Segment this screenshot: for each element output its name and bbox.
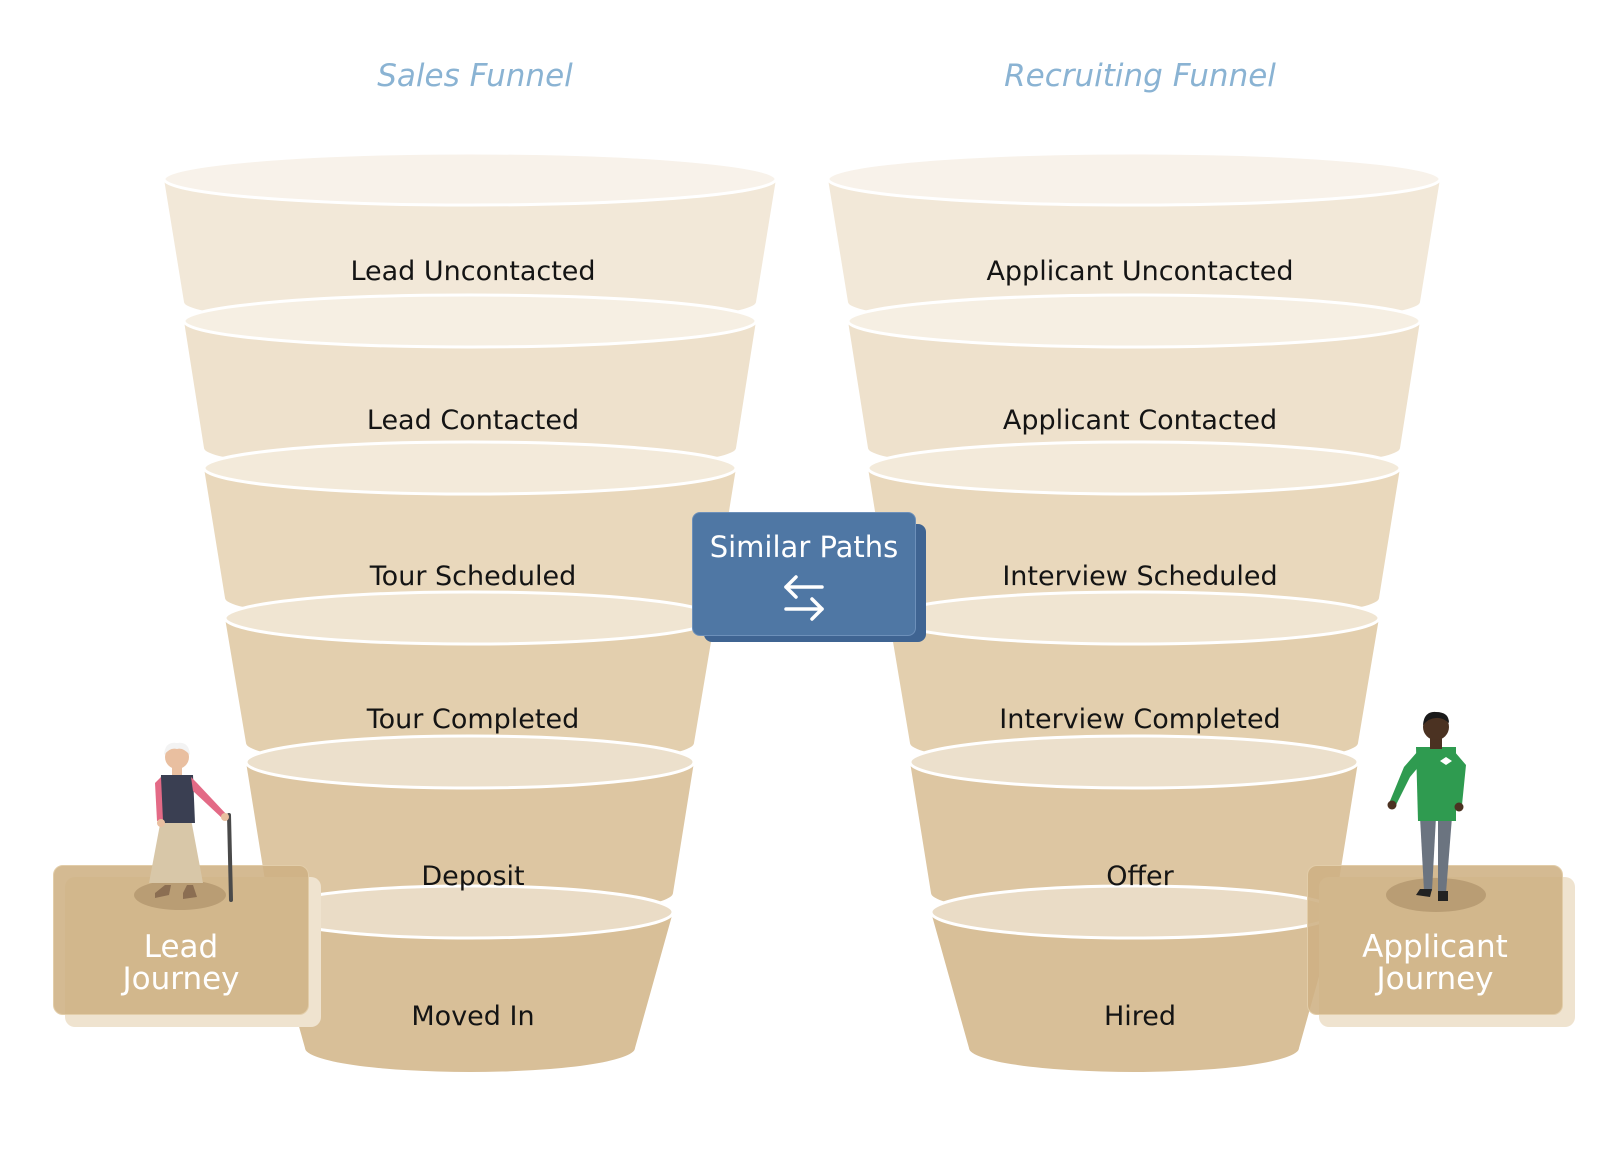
sales-stage-label: Tour Scheduled <box>369 561 577 592</box>
recruiting-segment-rim <box>908 734 1360 790</box>
sales-segment-rim <box>182 293 758 349</box>
recruiting-stage-label: Applicant Uncontacted <box>986 256 1294 287</box>
sales-segment-body <box>267 912 673 1072</box>
man-in-green-sweater-icon <box>1386 711 1486 912</box>
sales-segment-rim <box>202 440 738 496</box>
recruiting-segment-body <box>931 912 1337 1072</box>
recruiting-segment-rim <box>846 293 1422 349</box>
lead-journey-label: Lead Journey <box>53 931 309 995</box>
applicant-journey-line1: Applicant <box>1362 929 1508 965</box>
recruiting-segment-body <box>848 321 1420 472</box>
applicant-journey-label: Applicant Journey <box>1307 931 1563 995</box>
sales-segment-body <box>246 762 694 917</box>
elderly-woman-with-cane-icon <box>134 742 233 910</box>
sales-stage-label: Deposit <box>421 861 525 892</box>
recruiting-segment-body <box>889 618 1379 767</box>
recruiting-stage-label: Applicant Contacted <box>1002 405 1278 436</box>
sales-stage-label: Tour Completed <box>366 704 580 735</box>
sales-stage-label: Lead Uncontacted <box>350 256 596 287</box>
recruiting-stage-label: Interview Completed <box>999 704 1281 735</box>
similar-paths-badge: Similar Paths <box>692 512 926 642</box>
sales-segment-rim <box>265 884 675 940</box>
sales-segment-body <box>225 618 715 767</box>
similar-paths-label: Similar Paths <box>709 530 899 564</box>
lead-journey-line2: Journey <box>122 961 240 997</box>
recruiting-segment-body <box>868 468 1400 622</box>
sales-segment-body <box>184 321 756 472</box>
recruiting-stage-label: Offer <box>1106 861 1174 892</box>
recruiting-segment-body <box>828 179 1440 326</box>
sales-segment-rim <box>223 590 717 646</box>
sales-funnel <box>162 151 778 1072</box>
recruiting-segment-rim <box>826 151 1442 207</box>
sales-funnel-title: Sales Funnel <box>377 58 573 94</box>
sales-segment-body <box>164 179 776 326</box>
sales-stage-label: Lead Contacted <box>366 405 580 436</box>
swap-arrows-icon <box>784 575 824 621</box>
sales-segment-rim <box>162 151 778 207</box>
recruiting-stage-label: Interview Scheduled <box>1002 561 1278 592</box>
sales-segment-rim <box>244 734 696 790</box>
sales-stage-label: Moved In <box>411 1001 535 1032</box>
sales-segment-body <box>204 468 736 622</box>
recruiting-segment-rim <box>929 884 1339 940</box>
recruiting-stage-label: Hired <box>1103 1001 1177 1032</box>
applicant-journey-line2: Journey <box>1376 961 1494 997</box>
recruiting-funnel <box>826 151 1442 1072</box>
recruiting-segment-rim <box>866 440 1402 496</box>
recruiting-segment-body <box>910 762 1358 917</box>
lead-journey-line1: Lead <box>143 929 219 965</box>
recruiting-segment-rim <box>887 590 1381 646</box>
similar-paths-card <box>692 512 916 636</box>
recruiting-funnel-title: Recruiting Funnel <box>1004 58 1276 94</box>
